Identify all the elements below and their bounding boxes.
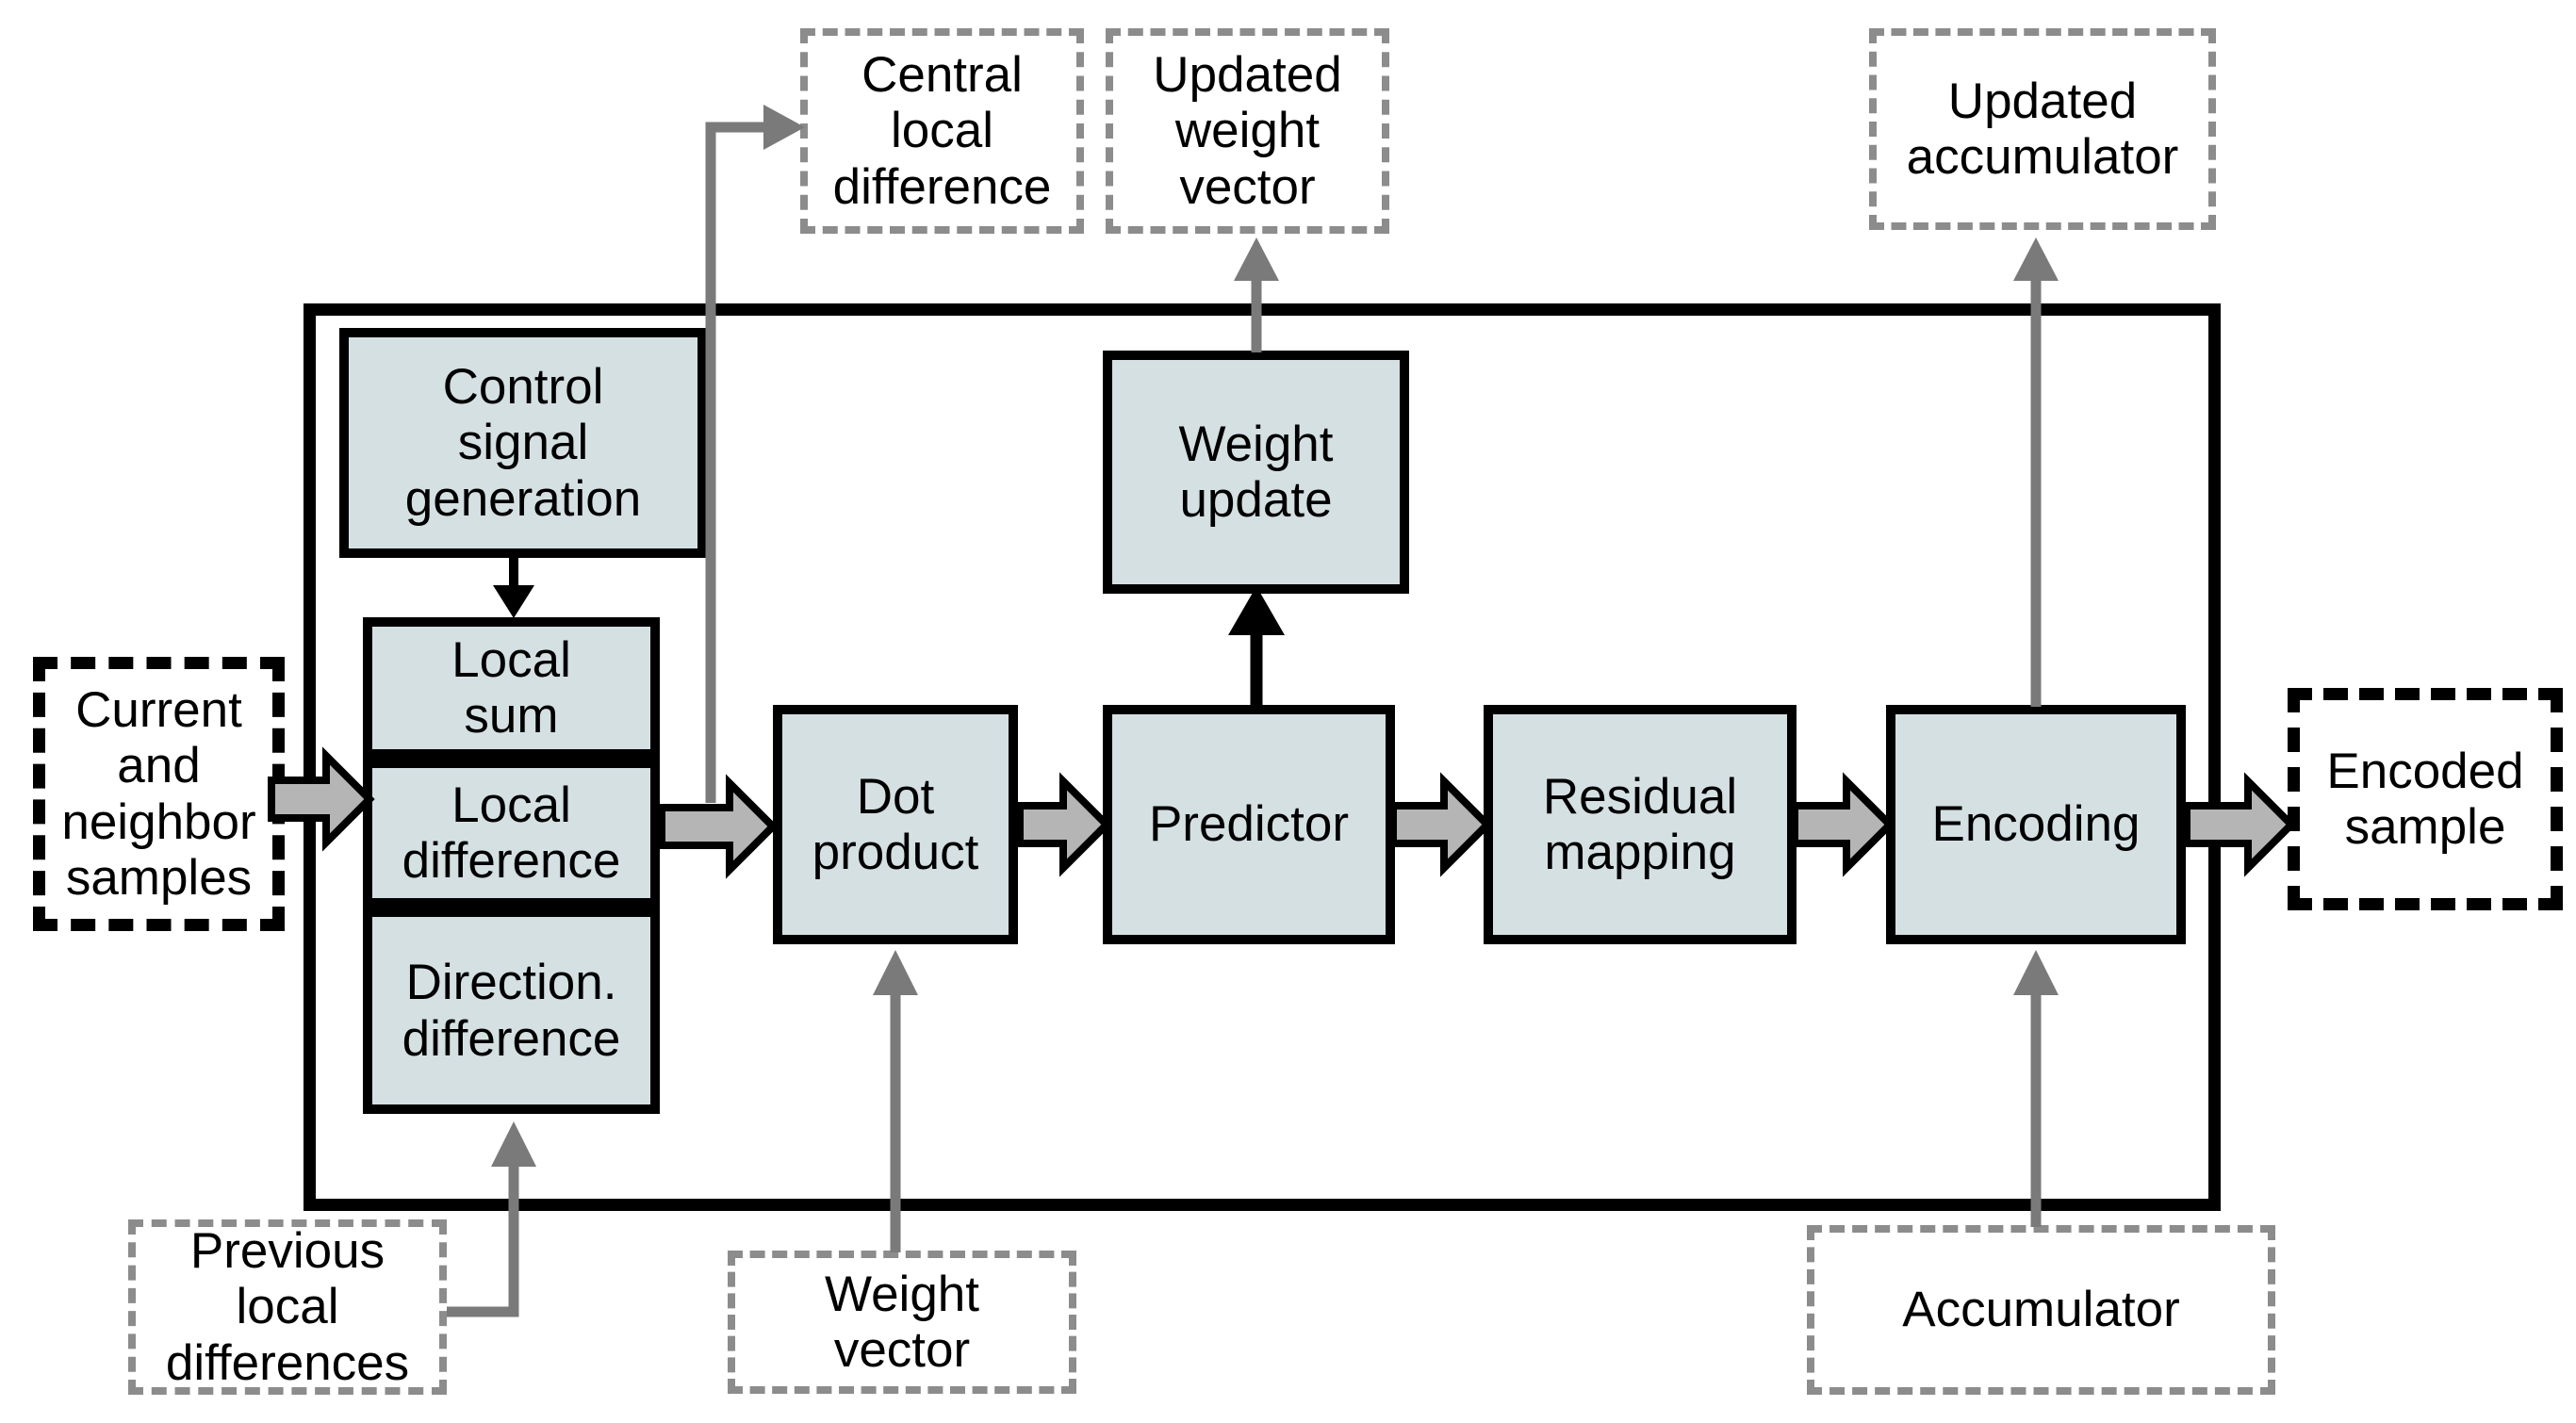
io-label: Central local difference	[832, 46, 1052, 215]
io-central-local-difference: Central local difference	[800, 28, 1084, 234]
arrowhead-down-icon	[493, 585, 534, 618]
compressor-core-frame	[304, 303, 2221, 1211]
flow-arrow-residual-mapping-to-encoding	[1791, 772, 1895, 877]
block-label: Predictor	[1148, 796, 1350, 853]
io-accumulator: Accumulator	[1807, 1225, 2275, 1395]
io-current-neighbor-samples: Current and neighbor samples	[33, 657, 285, 931]
block-label: Residual mapping	[1542, 768, 1738, 880]
arrowhead-up-icon	[2013, 950, 2059, 995]
flow-arrow-local-to-dot-product	[658, 774, 779, 879]
block-label: Direction. difference	[402, 955, 621, 1067]
block-dot-product: Dot product	[773, 705, 1018, 944]
io-label: Weight vector	[825, 1266, 979, 1378]
flow-arrow-encoding-to-encoded-sample	[2183, 772, 2297, 877]
io-weight-vector: Weight vector	[728, 1251, 1076, 1394]
arrowhead-right-icon	[763, 105, 805, 150]
block-label: Encoding	[1931, 796, 2141, 853]
block-local-sum: Local sum	[363, 617, 660, 759]
arrowhead-up-icon	[2013, 237, 2059, 281]
io-previous-local-differences: Previous local differences	[128, 1219, 447, 1395]
io-label: Updated weight vector	[1153, 46, 1342, 215]
block-label: Dot product	[812, 768, 979, 880]
flow-arrow-samples-to-local	[268, 746, 375, 852]
io-label: Updated accumulator	[1906, 73, 2179, 185]
io-encoded-sample: Encoded sample	[2288, 688, 2563, 910]
io-label: Current and neighbor samples	[61, 681, 256, 906]
arrowhead-up-icon	[1228, 586, 1285, 635]
block-label: Control signal generation	[404, 358, 642, 527]
block-label: Local difference	[402, 777, 621, 889]
connector-previous-local-differences-to-directional-difference	[447, 1165, 519, 1317]
block-residual-mapping: Residual mapping	[1484, 705, 1797, 944]
arrowhead-up-icon	[491, 1121, 536, 1167]
arrowhead-up-icon	[873, 950, 918, 995]
block-label: Weight update	[1178, 416, 1334, 528]
io-label: Encoded sample	[2326, 743, 2524, 855]
flow-arrow-predictor-to-residual-mapping	[1389, 772, 1493, 877]
block-label: Local sum	[451, 631, 571, 744]
io-label: Accumulator	[1902, 1282, 2180, 1338]
io-label: Previous local differences	[165, 1222, 410, 1391]
block-local-difference: Local difference	[363, 759, 660, 908]
flow-arrow-dot-product-to-predictor	[1016, 772, 1112, 877]
block-control-signal-generation: Control signal generation	[339, 328, 707, 558]
io-updated-accumulator: Updated accumulator	[1869, 28, 2216, 230]
connector-local-difference-to-central-local-difference	[705, 122, 763, 803]
io-updated-weight-vector: Updated weight vector	[1106, 28, 1389, 234]
arrowhead-up-icon	[1234, 237, 1279, 281]
block-directional-difference: Direction. difference	[363, 908, 660, 1114]
